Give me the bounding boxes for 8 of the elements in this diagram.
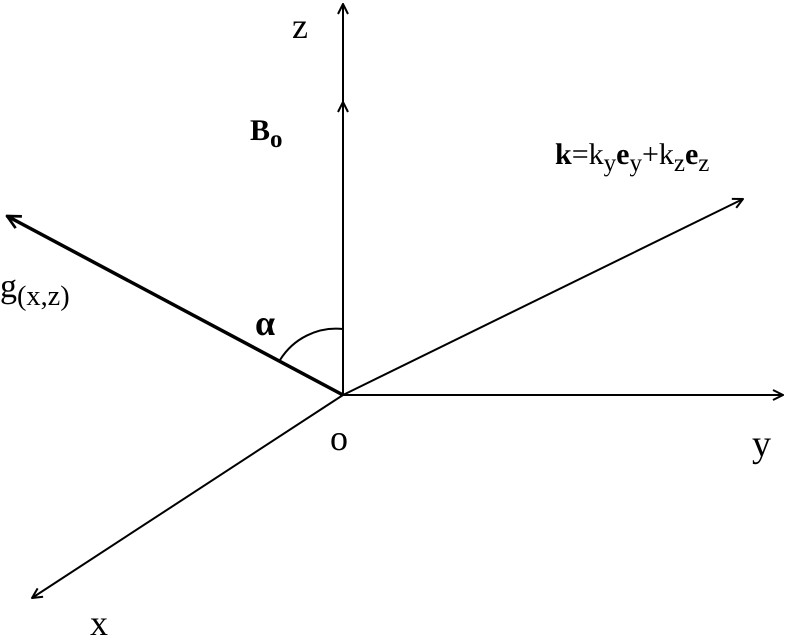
axis-label: z bbox=[292, 8, 308, 44]
axis-label: x bbox=[90, 605, 108, 640]
angle-label: α bbox=[255, 305, 276, 341]
origin-label: o bbox=[330, 420, 348, 456]
vector-label: k=k$_{y}$e$_{y}$+k$_{z}$e$_{z}$ bbox=[555, 140, 710, 176]
vector-label: g$_{(x,z)}$ bbox=[0, 270, 70, 312]
vector-label: B$_{o}$ bbox=[250, 116, 283, 152]
axis-label: y bbox=[752, 425, 771, 463]
